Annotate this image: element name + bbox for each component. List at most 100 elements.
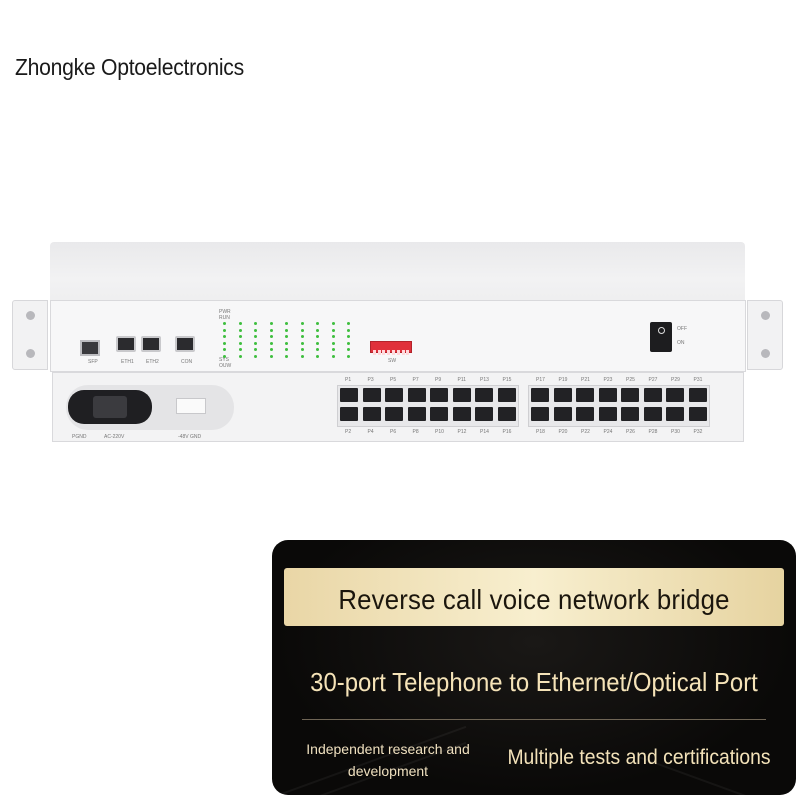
brand-name: Zhongke Optoelectronics — [15, 54, 244, 80]
phone-port — [688, 407, 707, 421]
status-led — [331, 354, 335, 358]
port-label-bottom: P2 — [345, 429, 352, 435]
status-led — [223, 341, 226, 345]
status-led — [223, 335, 226, 338]
sfp-port — [80, 340, 100, 356]
phone-port — [531, 388, 549, 402]
port-label-bottom: P16 — [502, 429, 512, 435]
phone-port — [666, 407, 684, 421]
eth1-label: ETH1 — [121, 359, 134, 365]
port-label-top: P29 — [671, 377, 680, 383]
port-label-top: P11 — [457, 377, 467, 383]
rack-ear-right — [747, 300, 783, 370]
phone-port — [598, 407, 617, 421]
phone-port — [621, 388, 639, 402]
status-led — [269, 322, 273, 325]
status-led — [254, 322, 257, 325]
status-led — [331, 322, 335, 325]
phone-port — [385, 388, 403, 402]
sfp-label: SFP — [88, 359, 98, 365]
port-label-top: P15 — [502, 377, 512, 383]
status-led — [285, 335, 288, 338]
status-led — [285, 348, 288, 351]
status-led — [285, 322, 288, 325]
status-led — [316, 322, 319, 325]
port-label-top: P19 — [558, 377, 568, 383]
phone-port — [497, 407, 516, 421]
status-led — [238, 354, 242, 358]
port-label-bottom: P32 — [693, 429, 703, 435]
led-label-sys: SYS — [219, 357, 230, 363]
port-label-top: P9 — [435, 377, 442, 383]
phone-port — [340, 407, 358, 421]
status-led — [269, 348, 273, 351]
port-label-top: P25 — [626, 377, 635, 383]
status-led — [300, 348, 304, 351]
phone-port — [688, 388, 707, 402]
status-led — [238, 348, 242, 351]
phone-port — [576, 388, 594, 402]
status-led — [347, 354, 350, 358]
status-led — [300, 322, 304, 325]
banner-subtitle: 30-port Telephone to Ethernet/Optical Po… — [310, 667, 758, 697]
port-label-bottom: P20 — [558, 429, 568, 435]
phone-port — [643, 388, 662, 402]
status-led — [347, 328, 350, 332]
ac-power-socket — [68, 390, 152, 424]
status-led — [316, 335, 319, 338]
port-label-bottom: P28 — [648, 429, 658, 435]
feature-right: Multiple tests and certifications — [507, 746, 771, 769]
port-label-top: P31 — [693, 377, 703, 383]
phone-port — [576, 407, 594, 421]
status-led — [347, 322, 350, 325]
status-led — [316, 341, 319, 345]
status-led — [300, 335, 304, 338]
status-led — [254, 335, 257, 338]
status-led — [223, 328, 226, 332]
port-label-top: P27 — [648, 377, 658, 383]
led-label-ouw: OUW — [219, 363, 232, 369]
dc-label: -48V GND — [178, 434, 202, 440]
status-led — [254, 328, 257, 332]
banner-divider — [302, 719, 766, 720]
eth2-port — [141, 336, 161, 352]
phone-port — [430, 388, 448, 402]
off-label: OFF — [677, 326, 687, 332]
status-led — [316, 354, 319, 358]
status-led — [223, 322, 226, 325]
phone-port — [362, 388, 381, 402]
status-led — [238, 328, 242, 332]
con-port — [175, 336, 195, 352]
sw-label: SW — [388, 358, 397, 364]
phone-port — [340, 388, 358, 402]
status-led — [269, 354, 273, 358]
status-led — [331, 348, 335, 351]
device-image: SFP ETH1 ETH2 CON PWR RUN SYS OUW SW OFF… — [12, 242, 783, 442]
port-label-top: P7 — [412, 377, 419, 383]
phone-port — [553, 407, 572, 421]
phone-port — [553, 388, 572, 402]
port-label-bottom: P26 — [626, 429, 635, 435]
status-led — [254, 341, 257, 345]
phone-port — [643, 407, 662, 421]
port-label-bottom: P22 — [581, 429, 590, 435]
chassis-top — [50, 242, 745, 304]
port-label-bottom: P30 — [671, 429, 680, 435]
port-label-bottom: P6 — [390, 429, 397, 435]
on-label: ON — [677, 340, 685, 346]
port-label-bottom: P4 — [367, 429, 374, 435]
con-label: CON — [181, 359, 193, 365]
status-led — [269, 328, 273, 332]
status-led — [347, 341, 350, 345]
phone-port — [666, 388, 684, 402]
port-label-top: P17 — [536, 377, 545, 383]
front-panel-upper — [50, 300, 746, 372]
rack-ear-left — [12, 300, 48, 370]
status-led — [331, 328, 335, 332]
pgnd-label: PGND — [72, 434, 87, 440]
status-led — [269, 341, 273, 345]
status-led — [269, 335, 273, 338]
phone-port — [407, 388, 426, 402]
port-label-top: P3 — [367, 377, 374, 383]
status-led — [347, 348, 350, 351]
